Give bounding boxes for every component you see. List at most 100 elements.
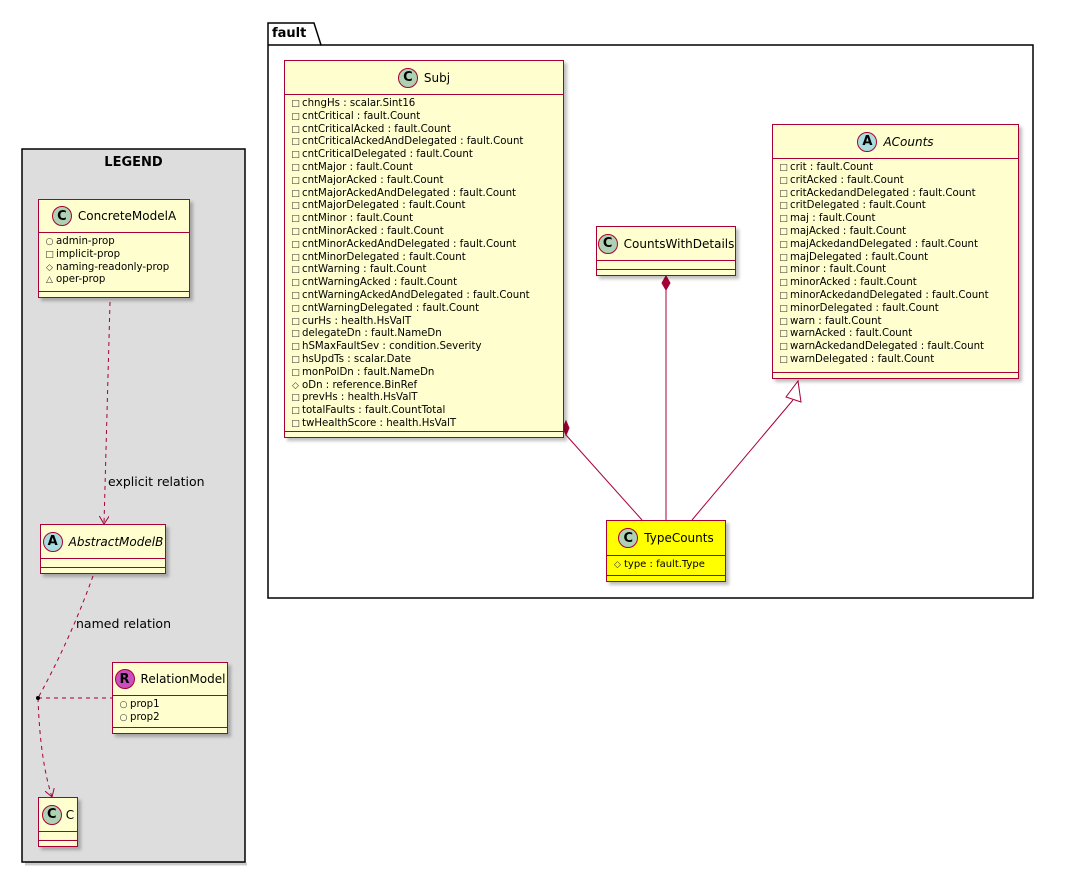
- property-row: □cntMajor : fault.Count: [291, 162, 557, 175]
- property-text: cntWarning : fault.Count: [302, 264, 427, 276]
- property-text: cntCritical : fault.Count: [302, 110, 421, 122]
- property-text: majAckedandDelegated : fault.Count: [790, 238, 978, 250]
- property-text: minor : fault.Count: [790, 264, 887, 276]
- visibility-icon: △: [46, 275, 53, 286]
- visibility-icon: □: [291, 303, 300, 314]
- visibility-icon: □: [291, 162, 300, 173]
- visibility-icon: □: [291, 175, 300, 186]
- property-list: ○admin-prop □implicit-prop ◇naming-reado…: [39, 233, 189, 287]
- property-text: critAckedandDelegated : fault.Count: [790, 187, 976, 199]
- visibility-icon: □: [291, 137, 300, 148]
- class-name: AbstractModelB: [68, 534, 164, 549]
- property-row: □cntMajorAcked : fault.Count: [291, 175, 557, 188]
- property-row: ◇type : fault.Type: [613, 559, 719, 572]
- relation-junction: [36, 696, 40, 700]
- property-row: □hSMaxFaultSev : condition.Severity: [291, 341, 557, 354]
- c-class[interactable]: C C: [38, 797, 78, 847]
- property-row: □minor : fault.Count: [779, 264, 1012, 277]
- explicit-relation-edge: [104, 301, 111, 524]
- property-text: oper-prop: [56, 274, 106, 286]
- class-name: CountsWithDetails: [623, 236, 735, 251]
- property-row: □crit : fault.Count: [779, 162, 1012, 175]
- class-stereotype-icon: C: [618, 528, 639, 548]
- named-relation-edge-lower: [37, 697, 52, 797]
- property-text: maj : fault.Count: [790, 213, 876, 225]
- type-counts-class[interactable]: C TypeCounts ◇type : fault.Type: [606, 520, 726, 582]
- visibility-icon: □: [779, 252, 788, 263]
- property-text: warnAcked : fault.Count: [790, 328, 913, 340]
- visibility-icon: □: [291, 188, 300, 199]
- legend-title: LEGEND: [104, 155, 163, 170]
- visibility-icon: □: [779, 278, 788, 289]
- visibility-icon: □: [779, 290, 788, 301]
- property-text: implicit-prop: [56, 248, 121, 260]
- visibility-icon: □: [779, 201, 788, 212]
- property-row: □cntWarning : fault.Count: [291, 264, 557, 277]
- property-row: □majAcked : fault.Count: [779, 226, 1012, 239]
- visibility-icon: □: [291, 393, 300, 404]
- property-text: majAcked : fault.Count: [790, 225, 907, 237]
- property-text: cntWarningAckedAndDelegated : fault.Coun…: [302, 289, 530, 301]
- visibility-icon: □: [779, 163, 788, 173]
- visibility-icon: □: [291, 278, 300, 289]
- property-text: delegateDn : fault.NameDn: [302, 328, 442, 340]
- visibility-icon: □: [291, 354, 300, 365]
- subj-class[interactable]: C Subj □chngHs : scalar.Sint16□cntCritic…: [284, 60, 564, 438]
- explicit-relation-label: explicit relation: [108, 474, 205, 489]
- property-row: □critAckedandDelegated : fault.Count: [779, 188, 1012, 201]
- visibility-icon: □: [45, 249, 54, 260]
- typecounts-to-acounts-edge: [691, 399, 794, 521]
- property-text: naming-readonly-prop: [56, 261, 170, 273]
- property-text: cntWarningDelegated : fault.Count: [302, 302, 480, 314]
- visibility-icon: □: [291, 239, 300, 250]
- property-text: cntCriticalDelegated : fault.Count: [302, 149, 473, 161]
- visibility-icon: □: [779, 354, 788, 365]
- visibility-icon: ○: [45, 237, 54, 247]
- property-row: □cntMinorDelegated : fault.Count: [291, 252, 557, 265]
- abstract-model-b-class[interactable]: A AbstractModelB: [40, 524, 166, 574]
- visibility-icon: □: [779, 265, 788, 276]
- property-text: oDn : reference.BinRef: [302, 379, 418, 391]
- property-text: cntMinorDelegated : fault.Count: [302, 251, 466, 263]
- visibility-icon: □: [291, 418, 300, 429]
- visibility-icon: □: [291, 124, 300, 135]
- property-row: □warnDelegated : fault.Count: [779, 354, 1012, 367]
- visibility-icon: ◇: [292, 380, 299, 391]
- property-text: hSMaxFaultSev : condition.Severity: [302, 341, 482, 353]
- visibility-icon: □: [291, 252, 300, 263]
- property-text: chngHs : scalar.Sint16: [302, 98, 416, 109]
- property-row: □majAckedandDelegated : fault.Count: [779, 239, 1012, 252]
- property-row: □warnAcked : fault.Count: [779, 328, 1012, 341]
- class-name: RelationModel: [140, 672, 226, 686]
- property-row: □totalFaults : fault.CountTotal: [291, 405, 557, 418]
- class-name: ConcreteModelA: [77, 209, 177, 223]
- property-text: prop1: [130, 699, 160, 710]
- acounts-class[interactable]: A ACounts □crit : fault.Count□critAcked …: [772, 124, 1019, 379]
- subj-to-typecounts-edge: [565, 434, 643, 521]
- counts-with-details-class[interactable]: C CountsWithDetails: [596, 226, 736, 276]
- property-text: curHs : health.HsValT: [302, 315, 412, 327]
- property-text: critAcked : fault.Count: [790, 174, 904, 186]
- visibility-icon: □: [291, 214, 300, 225]
- property-text: cntMinorAckedAndDelegated : fault.Count: [302, 238, 517, 250]
- property-text: hsUpdTs : scalar.Date: [302, 353, 411, 365]
- property-text: cntMajorAckedAndDelegated : fault.Count: [302, 187, 517, 199]
- property-text: cntMajorDelegated : fault.Count: [302, 200, 466, 212]
- visibility-icon: □: [291, 329, 300, 340]
- property-text: prevHs : health.HsValT: [302, 392, 418, 404]
- relation-model-class[interactable]: R RelationModel ○prop1 ○prop2: [112, 662, 228, 734]
- visibility-icon: □: [291, 150, 300, 161]
- property-row: □hsUpdTs : scalar.Date: [291, 354, 557, 367]
- visibility-icon: □: [291, 290, 300, 301]
- visibility-icon: ◇: [46, 262, 53, 273]
- property-row: □cntCritical : fault.Count: [291, 111, 557, 124]
- visibility-icon: □: [291, 201, 300, 212]
- property-row: □twHealthScore : health.HsValT: [291, 418, 557, 431]
- package-name: fault: [272, 26, 307, 41]
- named-relation-edge: [37, 575, 94, 699]
- property-row: □cntMinorAckedAndDelegated : fault.Count: [291, 239, 557, 252]
- concrete-model-a-class[interactable]: C ConcreteModelA ○admin-prop □implicit-p…: [38, 199, 190, 298]
- property-list: ○prop1 ○prop2: [113, 696, 227, 725]
- property-row: □curHs : health.HsValT: [291, 316, 557, 329]
- property-text: critDelegated : fault.Count: [790, 200, 926, 212]
